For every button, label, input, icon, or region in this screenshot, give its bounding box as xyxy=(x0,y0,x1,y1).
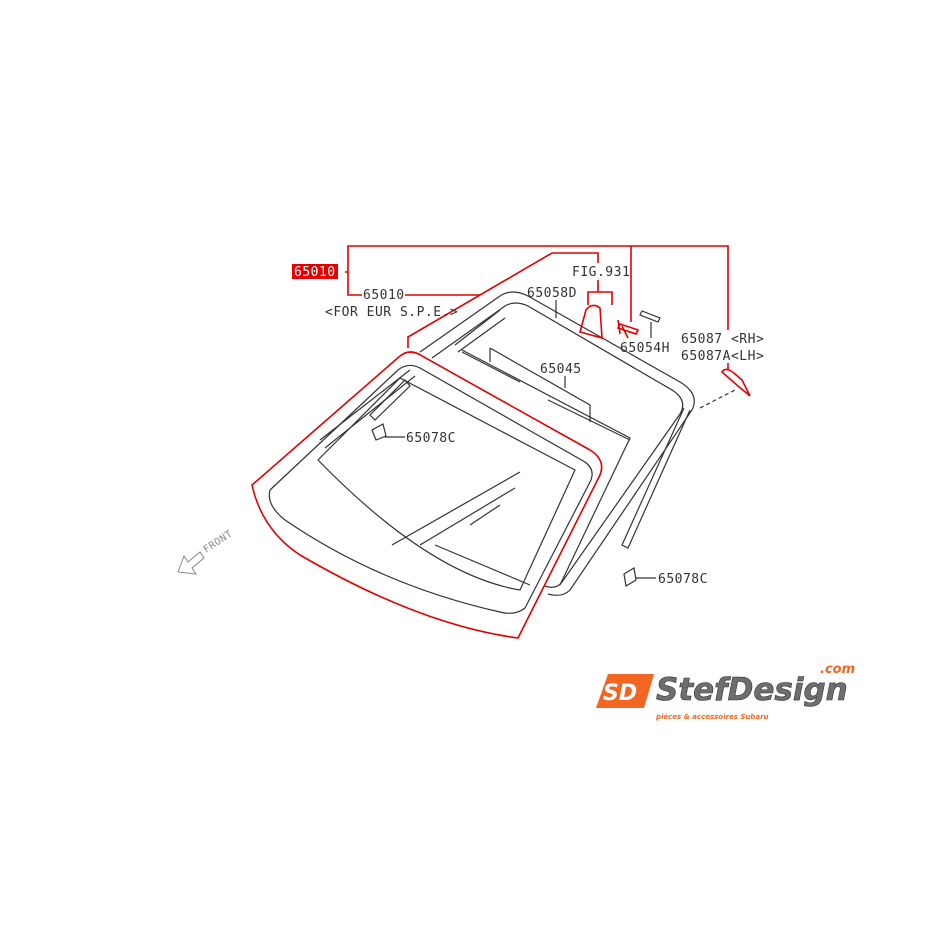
mirror-base-65058d xyxy=(579,304,603,340)
windshield-65010 xyxy=(251,351,603,639)
front-arrow-icon: FRONT xyxy=(177,529,235,575)
label-65010: 65010 xyxy=(363,288,405,303)
label-65078c-left: 65078C xyxy=(406,431,456,446)
label-for-eur: <FOR EUR S.P.E.> xyxy=(325,305,458,320)
part-65087 xyxy=(720,368,751,397)
stefdesign-logo: SD StefDesign .com pièces & accessoires … xyxy=(596,662,855,721)
label-65058d: 65058D xyxy=(527,286,577,301)
part-65054h xyxy=(639,310,661,323)
highlighted-part-badge[interactable] xyxy=(292,264,338,279)
label-65045: 65045 xyxy=(540,362,582,377)
label-65078c-right: 65078C xyxy=(658,572,708,587)
small-parts xyxy=(555,300,751,409)
logo-tld: .com xyxy=(820,662,855,677)
label-65087a: 65087A<LH> xyxy=(681,349,764,364)
molding-65045 xyxy=(461,347,631,441)
leader-lines xyxy=(345,245,729,370)
label-fig931[interactable]: FIG.931 xyxy=(572,265,630,280)
logo-tagline: pièces & accessoires Subaru xyxy=(655,713,769,721)
pad-part xyxy=(616,323,640,335)
side-molding-65078c xyxy=(369,379,691,587)
highlighted-part-number[interactable]: 65010 xyxy=(294,265,336,280)
label-65054h: 65054H xyxy=(620,341,670,356)
logo-name: StefDesign xyxy=(656,672,848,708)
logo-mark-text: SD xyxy=(603,681,637,706)
logo-mark xyxy=(596,674,654,708)
label-65087: 65087 <RH> xyxy=(681,332,764,347)
front-label: FRONT xyxy=(202,529,235,556)
rear-glass-outline xyxy=(419,291,695,596)
